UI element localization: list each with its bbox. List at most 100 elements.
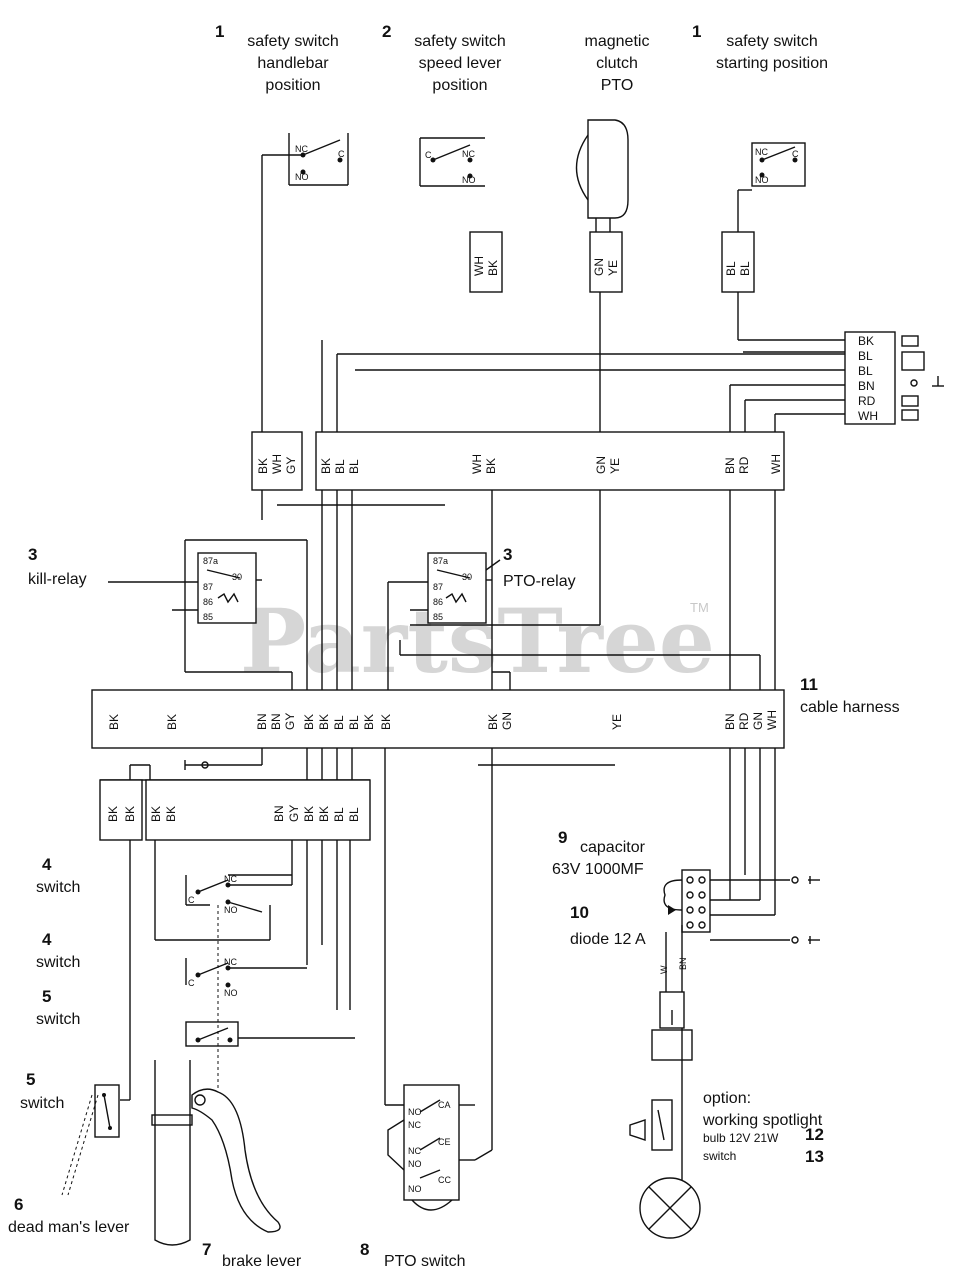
svg-text:kill-relay: kill-relay <box>28 571 87 588</box>
upper-left-connector: BK WH GY <box>251 431 303 491</box>
svg-text:BN: BN <box>858 379 875 393</box>
svg-text:BL: BL <box>332 807 346 822</box>
svg-text:C: C <box>425 150 432 160</box>
svg-text:NO: NO <box>755 175 769 185</box>
svg-text:switch: switch <box>36 954 80 971</box>
svg-text:BK: BK <box>319 458 333 474</box>
svg-text:GY: GY <box>283 713 297 730</box>
svg-text:13: 13 <box>805 1147 824 1166</box>
switch-4b-label: 4 switch <box>36 930 80 971</box>
svg-text:8: 8 <box>360 1240 369 1259</box>
svg-text:NC: NC <box>408 1146 421 1156</box>
svg-text:12: 12 <box>805 1125 824 1144</box>
svg-text:85: 85 <box>433 612 443 622</box>
svg-text:BK: BK <box>164 806 178 822</box>
svg-text:BK: BK <box>107 714 121 730</box>
svg-text:11: 11 <box>800 675 818 694</box>
svg-text:10: 10 <box>570 903 589 922</box>
switch-4a-label: 4 switch <box>36 855 80 896</box>
svg-text:5: 5 <box>42 987 51 1006</box>
brake-lever-label: 7 brake lever <box>202 1240 302 1270</box>
svg-text:BK: BK <box>149 806 163 822</box>
spotlight-wire-labels: W BN <box>659 957 688 974</box>
svg-text:CE: CE <box>438 1137 451 1147</box>
pto-relay-symbol: 87a 87 30 86 85 <box>387 552 760 690</box>
svg-text:NO: NO <box>462 175 476 185</box>
svg-text:BL: BL <box>724 261 738 276</box>
svg-text:NC: NC <box>224 957 237 967</box>
safety-switch-starting-symbol: NC NO C <box>737 142 806 232</box>
svg-text:BL: BL <box>347 807 361 822</box>
watermark-tm: TM <box>690 600 709 615</box>
svg-text:87: 87 <box>203 582 213 592</box>
magnetic-clutch-symbol <box>575 119 629 232</box>
svg-text:safety switch: safety switch <box>414 33 506 50</box>
svg-text:NO: NO <box>408 1107 422 1117</box>
svg-text:BK: BK <box>362 714 376 730</box>
connector-wh-bk: WH BK <box>469 231 503 293</box>
svg-text:BN: BN <box>272 805 286 822</box>
label-safety-switch-speed-lever: 2 safety switch speed lever position <box>382 22 506 94</box>
svg-text:C: C <box>338 149 345 159</box>
svg-text:NC: NC <box>224 874 237 884</box>
terminal-block <box>663 869 711 933</box>
svg-text:WH: WH <box>769 454 783 474</box>
svg-text:1: 1 <box>692 22 701 41</box>
kill-relay-symbol: 87a 87 30 86 85 <box>172 539 308 690</box>
capacitor-label: 9 capacitor 63V 1000MF <box>552 828 646 878</box>
svg-text:GN: GN <box>751 712 765 730</box>
svg-text:clutch: clutch <box>596 55 638 72</box>
svg-text:BL: BL <box>858 349 873 363</box>
svg-text:6: 6 <box>14 1195 23 1214</box>
svg-text:PTO switch: PTO switch <box>384 1253 466 1270</box>
svg-text:BK: BK <box>486 260 500 276</box>
svg-text:BK: BK <box>317 714 331 730</box>
svg-text:BN: BN <box>723 457 737 474</box>
svg-text:YE: YE <box>608 458 622 474</box>
svg-text:W: W <box>659 965 669 974</box>
svg-text:NC: NC <box>295 144 308 154</box>
cable-harness-connector: BK BK BN BN GY BK BK BL BL BK BK BK GN Y… <box>91 689 785 749</box>
svg-text:BK: BK <box>165 714 179 730</box>
svg-text:position: position <box>432 77 487 94</box>
svg-text:option:: option: <box>703 1090 751 1107</box>
label-safety-switch-starting: 1 safety switch starting position <box>692 22 828 72</box>
svg-text:BK: BK <box>858 334 874 348</box>
svg-text:GN: GN <box>500 712 514 730</box>
connector-bl-bl: BL BL <box>721 231 755 293</box>
kill-relay-label: 3 kill-relay <box>28 545 87 588</box>
svg-text:YE: YE <box>606 260 620 276</box>
upper-main-connector: BK BL BL WH BK GN YE BN RD WH <box>315 431 785 491</box>
svg-text:PTO: PTO <box>601 77 634 94</box>
svg-text:BK: BK <box>317 806 331 822</box>
svg-text:RD: RD <box>737 456 751 474</box>
svg-text:BK: BK <box>302 806 316 822</box>
ground-symbol-top <box>791 876 820 884</box>
svg-text:BL: BL <box>332 715 346 730</box>
connector-gn-ye: GN YE <box>589 231 623 432</box>
switch-5a-symbol <box>185 1021 355 1047</box>
svg-text:BN: BN <box>678 957 688 970</box>
svg-text:1: 1 <box>215 22 224 41</box>
svg-text:WH: WH <box>470 454 484 474</box>
cable-harness-label: 11 cable harness <box>800 675 900 716</box>
side-plug-connector: BK BL BL BN RD WH <box>844 331 944 425</box>
svg-text:C: C <box>188 978 195 988</box>
svg-text:BK: BK <box>123 806 137 822</box>
svg-text:BL: BL <box>347 715 361 730</box>
svg-text:cable harness: cable harness <box>800 699 900 716</box>
svg-text:4: 4 <box>42 855 52 874</box>
label-safety-switch-handlebar: 1 safety switch handlebar position <box>215 22 339 94</box>
svg-text:C: C <box>792 149 799 159</box>
svg-text:BK: BK <box>106 806 120 822</box>
lower-main-connector: BK BK BN GY BK BK BL BL <box>145 779 371 841</box>
svg-text:magnetic: magnetic <box>585 33 650 50</box>
ground-symbol-bottom <box>791 936 820 944</box>
svg-text:position: position <box>265 77 320 94</box>
svg-text:BL: BL <box>738 261 752 276</box>
svg-text:safety switch: safety switch <box>726 33 818 50</box>
svg-text:WH: WH <box>270 454 284 474</box>
switch-5a-label: 5 switch <box>36 987 80 1028</box>
svg-text:86: 86 <box>433 597 443 607</box>
